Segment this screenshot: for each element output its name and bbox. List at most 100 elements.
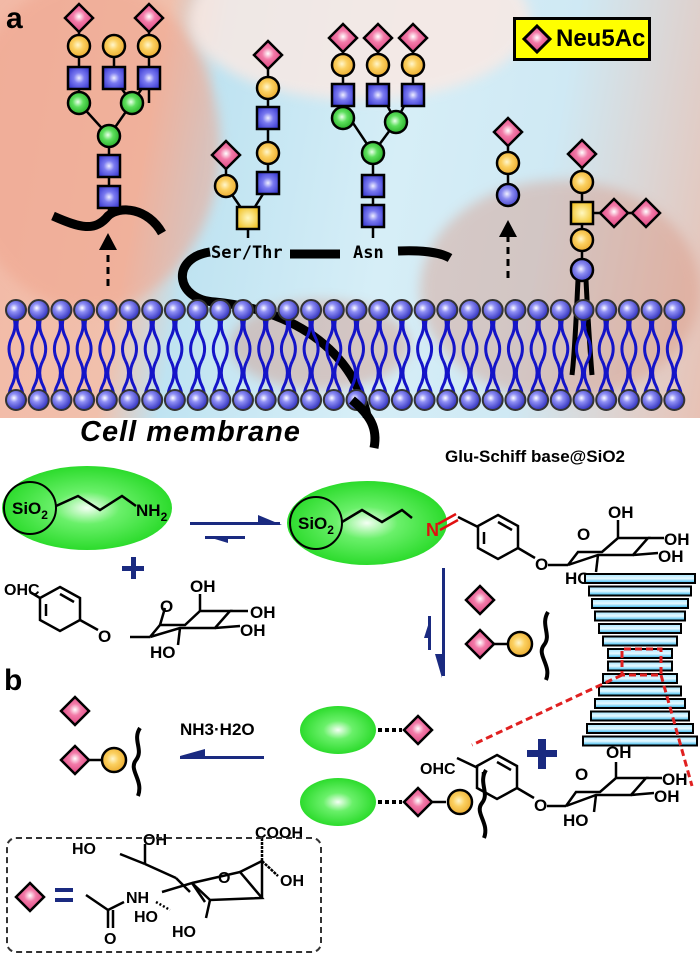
oh-label: OH	[143, 832, 167, 849]
neu5ac-diamond	[59, 695, 91, 727]
ohc-label: OHC	[4, 582, 40, 599]
phospholipid	[5, 299, 27, 411]
neu5ac-diamond	[397, 22, 429, 54]
gal-circle	[255, 140, 281, 166]
glcnac-square	[66, 65, 92, 91]
neu5ac-diamond	[252, 39, 284, 71]
glc-circle	[569, 257, 595, 283]
channel-layer	[586, 723, 694, 734]
imine-n-label: N	[426, 520, 439, 540]
lipid-anchor	[569, 279, 595, 376]
ho-label: HO	[150, 643, 176, 662]
channel-layer	[594, 610, 686, 622]
oh-label: OH	[608, 503, 634, 522]
neu5ac-legend-box	[6, 837, 322, 953]
ho-label: HO	[72, 841, 96, 858]
release-arrow	[180, 749, 264, 759]
site-label-ser-thr: Ser/Thr	[211, 243, 283, 263]
oh-label: OH	[240, 621, 266, 640]
channel-glucoside-structure	[456, 753, 662, 813]
bound-beads	[300, 706, 488, 839]
ring-o-label: O	[575, 765, 588, 784]
gal-circle	[569, 169, 595, 195]
panel-label-a: a	[6, 2, 23, 35]
channel-layer	[598, 685, 682, 697]
glycan-membrane-diagram	[5, 2, 686, 418]
vertical-equilibrium-arrow	[424, 568, 445, 678]
equilibrium-arrow	[190, 515, 282, 543]
gal-circle	[569, 227, 595, 253]
channel-layer	[590, 710, 690, 722]
phospholipid	[390, 299, 413, 411]
glcnac-square	[360, 173, 386, 199]
oh-label: OH	[662, 770, 688, 789]
man-circle	[119, 90, 145, 116]
glcnac-square	[255, 170, 281, 196]
neu5ac-diamond	[327, 22, 359, 54]
neu5ac-diamond	[464, 584, 496, 616]
sio2-label: SiO2	[12, 499, 48, 522]
zoom-indicator	[471, 647, 694, 787]
o-label: O	[534, 796, 547, 815]
nh-label: NH	[126, 890, 149, 907]
o-label: O	[535, 555, 548, 574]
phospholipid	[663, 299, 686, 411]
neu5ac-diamond	[362, 22, 394, 54]
neu5ac-diamond	[402, 786, 434, 818]
ring-o-label: O	[160, 597, 173, 616]
glcnac-square	[255, 105, 281, 131]
ho-label: HO	[563, 811, 589, 830]
plus-sign	[527, 739, 557, 769]
panel-label-b: b	[4, 664, 23, 697]
glc-circle	[495, 182, 521, 208]
galnac-square	[235, 205, 261, 231]
channel-layer	[584, 573, 696, 584]
ho-label: HO	[134, 909, 158, 926]
nh2-label: NH2	[136, 501, 168, 524]
carbonyl-o-label: O	[104, 931, 116, 948]
phospholipid	[413, 299, 436, 411]
phospholipid	[95, 299, 118, 411]
glcnac-square	[101, 65, 127, 91]
phospholipid	[459, 299, 481, 411]
schiff-base-silica-bead: SiO2 N	[287, 481, 459, 565]
phospholipid	[368, 299, 391, 411]
channel-layer	[598, 623, 682, 634]
phospholipid	[277, 299, 300, 411]
phospholipid	[73, 299, 96, 411]
gal-circle	[66, 33, 92, 59]
phospholipid	[118, 299, 141, 411]
channel-layer	[582, 735, 698, 747]
gal-circle	[330, 52, 356, 78]
neu5ac-diamond	[630, 197, 662, 229]
man-circle	[96, 123, 122, 149]
neu5ac-diamond	[464, 628, 496, 660]
oh-label: OH	[280, 873, 304, 890]
cell-membrane-label: Cell membrane	[80, 416, 301, 448]
plus-sign	[122, 557, 144, 579]
sio2-label: SiO2	[298, 514, 334, 537]
gal-circle	[136, 33, 162, 59]
phospholipid	[640, 299, 663, 411]
phospholipid	[209, 299, 232, 411]
channel-layer	[591, 598, 689, 609]
phospholipid	[572, 299, 595, 411]
gal-circle	[446, 788, 474, 816]
gal-circle	[400, 52, 426, 78]
man-circle	[330, 105, 356, 131]
phospholipid	[481, 299, 504, 411]
neu5ac-diamond	[492, 116, 524, 148]
amine-silica-bead: SiO2 NH2	[2, 466, 172, 550]
released-species	[59, 695, 142, 797]
ho-label: HO	[172, 924, 196, 941]
man-circle	[383, 109, 409, 135]
galnac-square	[569, 200, 595, 226]
phospholipid	[141, 299, 164, 411]
glcnac-square	[96, 184, 122, 210]
neu5ac-diamond	[402, 714, 434, 746]
channel-layer	[607, 660, 673, 672]
neu5ac-diamond	[566, 138, 598, 170]
glcnac-square	[365, 82, 391, 108]
gal-circle	[495, 150, 521, 176]
product-label: Glu-Schiff base@SiO2	[445, 447, 626, 466]
